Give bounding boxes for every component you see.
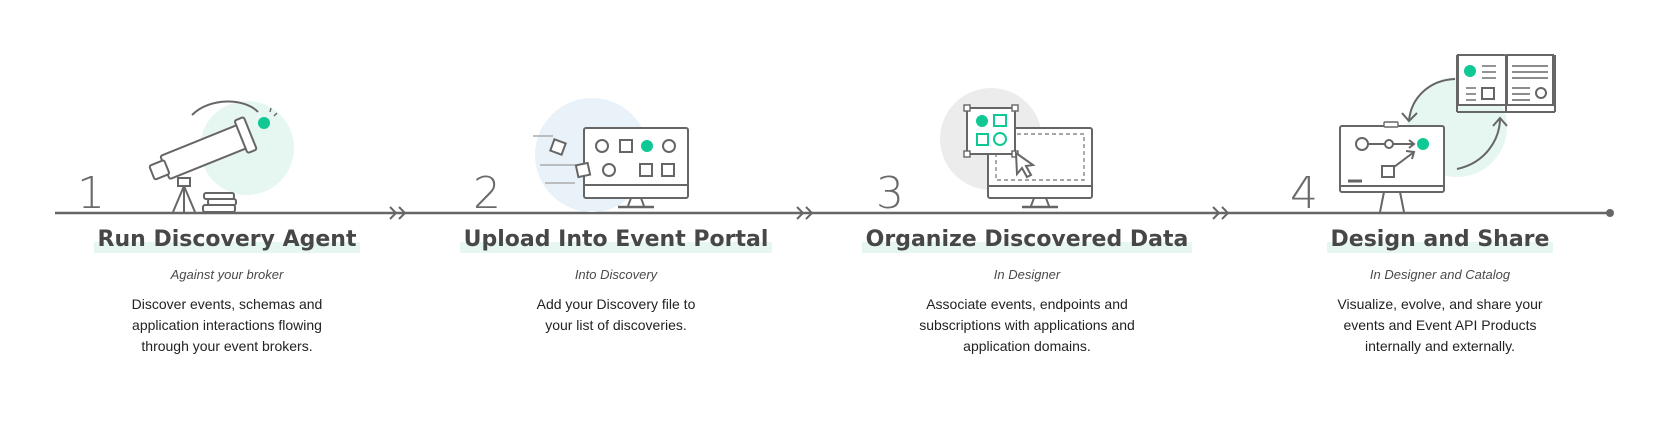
monitor-organize-icon [940,88,1093,209]
step-1: Run Discovery Agent Against your broker … [57,227,397,357]
step-description: Associate events, endpoints and subscrip… [919,296,1135,354]
step-2: Upload Into Event Portal Into Discovery … [446,227,786,336]
step-subtitle: In Designer and Catalog [1369,267,1511,282]
step-title: Run Discovery Agent [93,227,361,253]
step-subtitle: Into Discovery [574,267,658,282]
step-4: Design and Share In Designer and Catalog… [1270,227,1610,357]
chevron-arrows-icon [389,206,1230,220]
timeline-end-dot [1606,209,1614,217]
step-number: 1 [77,168,105,219]
timeline [55,206,1614,220]
step-description: Visualize, evolve, and share your events… [1337,296,1543,354]
whiteboard-catalog-icon [1339,54,1556,213]
step-number: 2 [473,168,501,219]
step-subtitle: In Designer [993,267,1061,282]
step-subtitle: Against your broker [170,267,284,282]
step-title: Organize Discovered Data [861,227,1193,253]
step-title: Design and Share [1326,227,1554,253]
step-number: 3 [876,168,904,219]
step-title: Upload Into Event Portal [459,227,773,253]
step-description: Discover events, schemas and application… [131,296,323,354]
step-3: Organize Discovered Data In Designer Ass… [857,227,1197,357]
step-number: 4 [1290,168,1318,219]
monitor-upload-icon [533,98,689,212]
telescope-icon [148,100,294,213]
step-description: Add your Discovery file to your list of … [536,296,696,333]
